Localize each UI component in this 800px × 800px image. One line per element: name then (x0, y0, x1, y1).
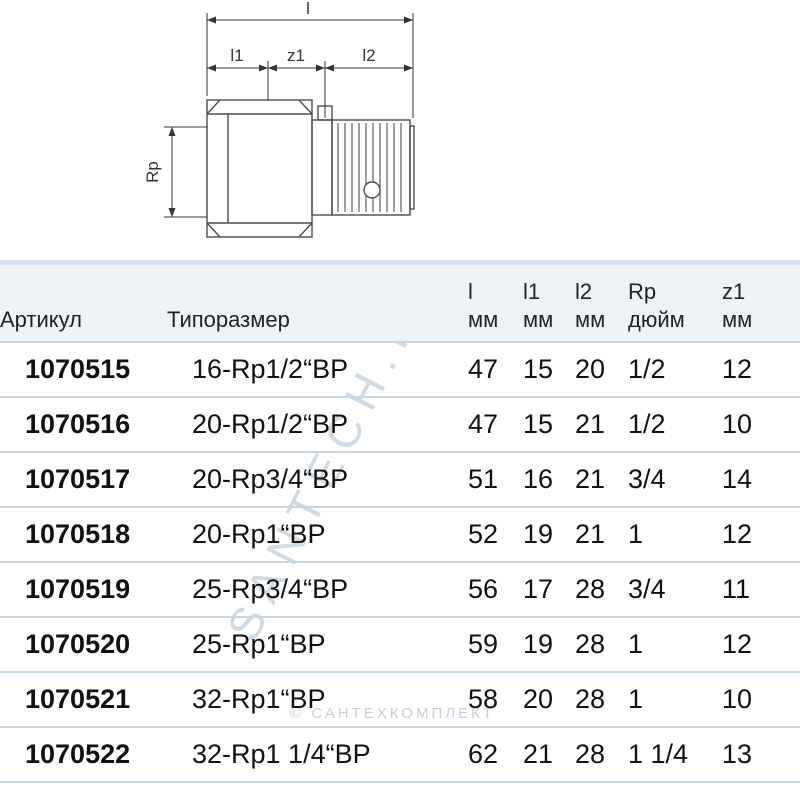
cell-z1: 12 (722, 354, 753, 384)
cell-article: 1070522 (25, 739, 131, 769)
header-l: l (468, 260, 523, 305)
cell-size: 20-Rp1“ВР (192, 519, 326, 549)
cell-z1: 11 (722, 574, 751, 604)
cell-size: 20-Rp3/4“ВР (192, 464, 349, 494)
table-row: 1070521 32-Rp1“ВР 58 20 28 1 10 (0, 672, 800, 727)
cell-z1: 12 (722, 629, 753, 659)
cell-l2: 21 (575, 409, 606, 439)
spec-table-wrap: l l1 l2 Rp z1 Артикул Типоразмер мм мм м… (0, 260, 800, 783)
cell-article: 1070518 (25, 519, 131, 549)
fitting-technical-drawing: l l1 z1 l2 Rp (143, 0, 415, 238)
cell-l1: 19 (523, 629, 554, 659)
dim-label-rp: Rp (143, 161, 162, 183)
cell-rp: 1/2 (628, 409, 666, 439)
cell-size: 25-Rp1“ВР (192, 629, 326, 659)
cell-l2: 28 (575, 574, 606, 604)
cell-size: 32-Rp1 1/4“ВР (192, 739, 371, 769)
cell-l2: 28 (575, 739, 606, 769)
cell-l2: 28 (575, 684, 606, 714)
header-size-top (167, 260, 468, 305)
cell-article: 1070516 (25, 409, 131, 439)
cell-article: 1070519 (25, 574, 131, 604)
fitting-outline (206, 99, 415, 238)
header-l1: l1 (523, 260, 575, 305)
header-l-unit: мм (468, 307, 499, 332)
cell-l1: 19 (523, 519, 554, 549)
table-row: 1070522 32-Rp1 1/4“ВР 62 21 28 1 1/4 13 (0, 727, 800, 782)
header-z1-unit: мм (722, 307, 753, 332)
cell-l: 47 (468, 354, 499, 384)
cell-article: 1070520 (25, 629, 131, 659)
table-row: 1070520 25-Rp1“ВР 59 19 28 1 12 (0, 617, 800, 672)
cell-rp: 1 (628, 519, 644, 549)
header-rp: Rp (628, 260, 722, 305)
cell-l1: 20 (523, 684, 554, 714)
cell-z1: 12 (722, 519, 753, 549)
cell-size: 32-Rp1“ВР (192, 684, 326, 714)
cell-l: 47 (468, 409, 499, 439)
cell-size: 25-Rp3/4“ВР (192, 574, 349, 604)
cell-z1: 10 (722, 409, 753, 439)
header-l1-unit: мм (523, 307, 554, 332)
cell-rp: 1 (628, 684, 644, 714)
table-header: l l1 l2 Rp z1 Артикул Типоразмер мм мм м… (0, 260, 800, 342)
cell-size: 16-Rp1/2“ВР (192, 354, 349, 384)
header-article-top (0, 260, 167, 305)
header-article: Артикул (0, 307, 83, 332)
cell-l2: 28 (575, 629, 606, 659)
cell-z1: 10 (722, 684, 753, 714)
cell-l1: 16 (523, 464, 554, 494)
dim-label-l: l (306, 0, 310, 18)
cell-rp: 1 (628, 629, 644, 659)
dim-label-l2: l2 (362, 46, 375, 65)
cell-rp: 1/2 (628, 354, 666, 384)
spec-table: l l1 l2 Rp z1 Артикул Типоразмер мм мм м… (0, 260, 800, 783)
cell-z1: 13 (722, 739, 753, 769)
cell-l: 51 (468, 464, 499, 494)
cell-l: 52 (468, 519, 499, 549)
cell-rp: 3/4 (628, 464, 666, 494)
header-z1: z1 (722, 260, 800, 305)
cell-rp: 1 1/4 (628, 739, 689, 769)
cell-l1: 17 (523, 574, 554, 604)
table-row: 1070515 16-Rp1/2“ВР 47 15 20 1/2 12 (0, 342, 800, 397)
table-row: 1070516 20-Rp1/2“ВР 47 15 21 1/2 10 (0, 397, 800, 452)
cell-article: 1070517 (25, 464, 131, 494)
cell-l: 59 (468, 629, 499, 659)
header-l2-unit: мм (575, 307, 606, 332)
header-size: Типоразмер (167, 307, 290, 332)
cell-rp: 3/4 (628, 574, 666, 604)
cell-l2: 21 (575, 464, 606, 494)
cell-l2: 20 (575, 354, 606, 384)
header-rp-unit: дюйм (628, 307, 685, 332)
dim-label-l1: l1 (230, 46, 243, 65)
header-l2: l2 (575, 260, 628, 305)
cell-l: 58 (468, 684, 499, 714)
cell-article: 1070515 (25, 354, 131, 384)
cell-l: 62 (468, 739, 499, 769)
dimension-lines (164, 13, 414, 218)
table-row: 1070517 20-Rp3/4“ВР 51 16 21 3/4 14 (0, 452, 800, 507)
cell-l1: 15 (523, 409, 554, 439)
cell-size: 20-Rp1/2“ВР (192, 409, 349, 439)
cell-l1: 21 (523, 739, 554, 769)
dim-label-z1: z1 (287, 46, 305, 65)
cell-l: 56 (468, 574, 499, 604)
cell-l2: 21 (575, 519, 606, 549)
table-row: 1070519 25-Rp3/4“ВР 56 17 28 3/4 11 (0, 562, 800, 617)
cell-z1: 14 (722, 464, 753, 494)
table-row: 1070518 20-Rp1“ВР 52 19 21 1 12 (0, 507, 800, 562)
cell-l1: 15 (523, 354, 554, 384)
cell-article: 1070521 (25, 684, 131, 714)
